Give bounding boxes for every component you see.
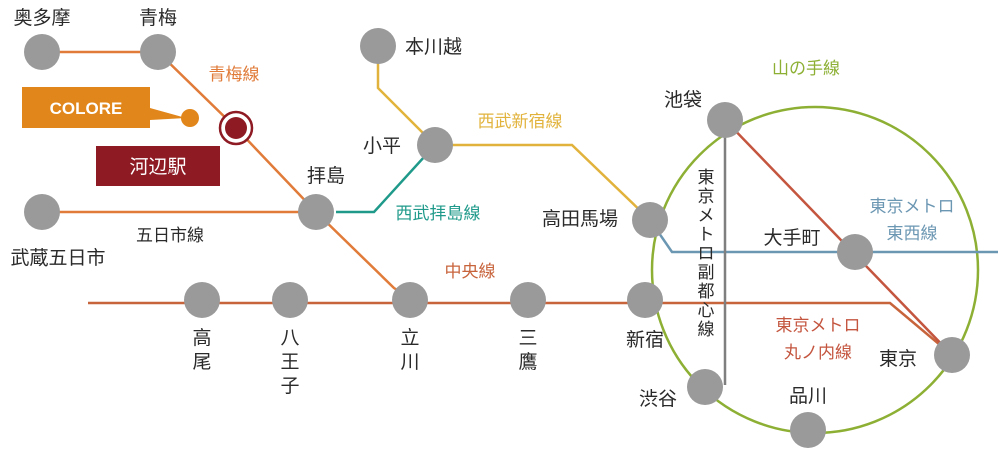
station-okutama <box>24 34 60 70</box>
label-ome: 青梅 <box>139 7 177 29</box>
label-okutama: 奥多摩 <box>13 7 70 29</box>
label-takadanobaba: 高田馬場 <box>542 208 618 230</box>
station-ikebukuro <box>707 102 743 138</box>
haijima-tachikawa-track <box>315 211 411 300</box>
station-haijima <box>298 194 334 230</box>
label-tozai-line-1: 東京メトロ <box>870 197 955 217</box>
label-marunouchi-line-1: 東京メトロ <box>776 316 861 336</box>
label-chuo-line: 中央線 <box>445 262 496 282</box>
seibu-shinjuku-line-track <box>376 46 651 221</box>
label-ikebukuro: 池袋 <box>664 89 702 111</box>
label-hachioji: 八王子 <box>280 327 299 397</box>
seibu-haijima-line-track <box>336 144 436 214</box>
station-otemachi <box>837 234 873 270</box>
station-honkawagoe <box>360 28 396 64</box>
marunouchi-line-track <box>724 119 953 356</box>
label-mitaka: 三鷹 <box>518 327 537 373</box>
station-takao <box>184 282 220 318</box>
label-ome-line: 青梅線 <box>209 65 260 85</box>
station-tachikawa <box>392 282 428 318</box>
label-tachikawa: 立川 <box>400 327 419 373</box>
label-haijima: 拝島 <box>307 165 345 187</box>
station-shinagawa <box>790 412 826 448</box>
label-tozai-line-2: 東西線 <box>887 224 938 244</box>
station-takadanobaba <box>632 202 668 238</box>
label-marunouchi-line-2: 丸ノ内線 <box>784 343 852 363</box>
station-mitaka <box>510 282 546 318</box>
label-fukutoshin-line: 東京メトロ副都心線 <box>698 168 715 340</box>
station-markers <box>24 28 970 448</box>
label-kodaira: 小平 <box>363 135 401 157</box>
label-shibuya: 渋谷 <box>639 388 677 410</box>
label-honkawagoe: 本川越 <box>405 36 462 58</box>
colore-callout-box <box>22 87 186 128</box>
station-shibuya <box>687 369 723 405</box>
station-ome <box>140 34 176 70</box>
station-hachioji <box>272 282 308 318</box>
label-shinjuku: 新宿 <box>626 329 664 351</box>
label-seibu-haijima-line: 西武拝島線 <box>396 204 481 224</box>
kawabe-label: 河辺駅 <box>129 156 186 178</box>
label-itsukaichi-line: 五日市線 <box>136 226 204 246</box>
station-tokyo <box>934 337 970 373</box>
label-takao: 高尾 <box>192 327 211 373</box>
label-yamanote-line: 山の手線 <box>772 59 840 79</box>
colore-label: COLORE <box>50 99 123 118</box>
label-otemachi: 大手町 <box>763 227 820 249</box>
label-seibu-shinjuku-line: 西武新宿線 <box>478 112 563 132</box>
label-tokyo: 東京 <box>879 348 917 370</box>
station-kodaira <box>417 127 453 163</box>
station-musashi-itsukaichi <box>24 194 60 230</box>
ome-line-track <box>42 50 317 213</box>
chuo-line-track <box>88 301 953 356</box>
kawabe-station-marker <box>225 117 247 139</box>
label-musashi-itsukaichi: 武蔵五日市 <box>10 247 105 269</box>
kawabe-label-box <box>96 146 220 186</box>
station-shinjuku <box>627 282 663 318</box>
label-shinagawa: 品川 <box>789 385 827 407</box>
colore-location-dot <box>181 109 199 127</box>
